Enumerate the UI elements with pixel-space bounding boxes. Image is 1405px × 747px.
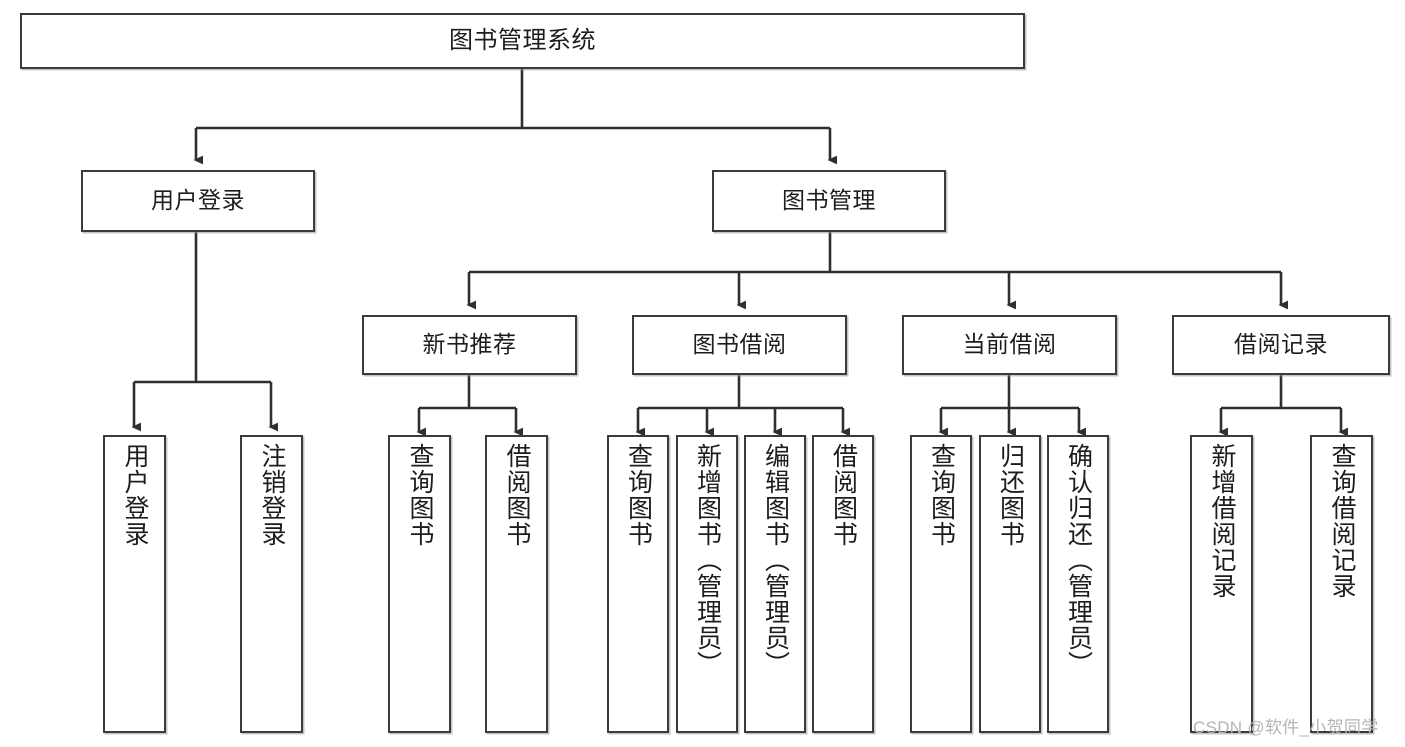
- leaf-borrowrecord-query-record[interactable]: 查询借阅记录: [1310, 435, 1373, 733]
- watermark-text: CSDN @软件_小贺同学: [1193, 718, 1379, 737]
- leaf-currentborrow-return-book[interactable]: 归还图书: [979, 435, 1041, 733]
- node-label: 确认归还（管理员）: [1064, 443, 1093, 677]
- node-user-login[interactable]: 用户登录: [81, 170, 315, 232]
- leaf-bookborrow-add-book-admin[interactable]: 新增图书（管理员）: [676, 435, 738, 733]
- leaf-borrowrecord-add-record[interactable]: 新增借阅记录: [1190, 435, 1253, 733]
- node-borrow-record[interactable]: 借阅记录: [1172, 315, 1390, 375]
- node-label: 当前借阅: [962, 331, 1057, 358]
- leaf-bookborrow-edit-book-admin[interactable]: 编辑图书（管理员）: [744, 435, 806, 733]
- leaf-newbook-borrow-book[interactable]: 借阅图书: [485, 435, 548, 733]
- node-root-system[interactable]: 图书管理系统: [20, 13, 1025, 69]
- leaf-user-login-signout[interactable]: 注销登录: [240, 435, 303, 733]
- node-label: 借阅图书: [503, 443, 531, 547]
- leaf-bookborrow-borrow-book[interactable]: 借阅图书: [812, 435, 874, 733]
- node-label: 新增借阅记录: [1208, 443, 1236, 599]
- leaf-currentborrow-query-book[interactable]: 查询图书: [910, 435, 972, 733]
- node-label: 新书推荐: [422, 331, 517, 358]
- node-label: 图书借阅: [692, 331, 787, 358]
- node-label: 查询图书: [406, 443, 434, 547]
- node-new-book-recommend[interactable]: 新书推荐: [362, 315, 577, 375]
- node-label: 借阅记录: [1234, 331, 1328, 358]
- node-label: 图书管理系统: [449, 26, 596, 54]
- node-label: 查询图书: [927, 443, 956, 547]
- leaf-bookborrow-query-book[interactable]: 查询图书: [607, 435, 669, 733]
- node-label: 用户登录: [151, 187, 245, 214]
- node-label: 图书管理: [782, 187, 876, 214]
- node-label: 归还图书: [996, 443, 1025, 547]
- node-current-borrow[interactable]: 当前借阅: [902, 315, 1117, 375]
- leaf-newbook-query-book[interactable]: 查询图书: [388, 435, 451, 733]
- node-label: 编辑图书（管理员）: [761, 443, 790, 677]
- node-label: 查询图书: [624, 443, 653, 547]
- node-book-borrow[interactable]: 图书借阅: [632, 315, 847, 375]
- node-label: 新增图书（管理员）: [693, 443, 722, 677]
- leaf-currentborrow-confirm-return-admin[interactable]: 确认归还（管理员）: [1047, 435, 1109, 733]
- leaf-user-login-signin[interactable]: 用户登录: [103, 435, 166, 733]
- node-label: 查询借阅记录: [1328, 443, 1356, 599]
- node-label: 借阅图书: [829, 443, 858, 547]
- node-label: 用户登录: [121, 443, 149, 547]
- node-book-management[interactable]: 图书管理: [712, 170, 946, 232]
- node-label: 注销登录: [258, 443, 286, 547]
